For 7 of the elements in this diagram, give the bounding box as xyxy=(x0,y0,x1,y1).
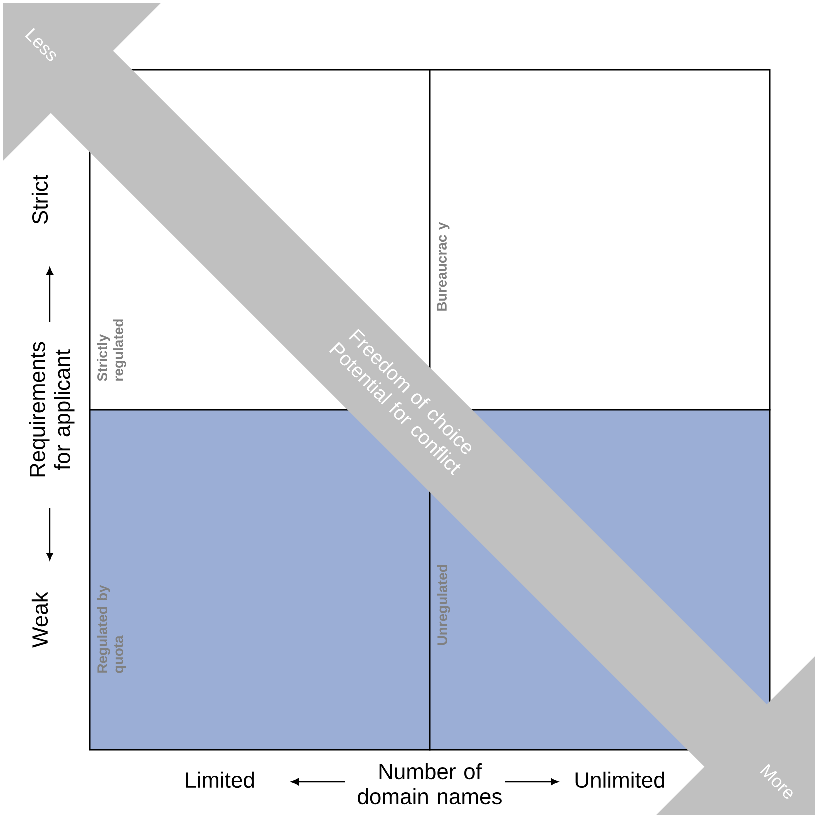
axis-title: Requirements for applicant xyxy=(29,342,75,477)
axis-label: Limited xyxy=(186,772,254,788)
axis-title: Number of domain names xyxy=(358,763,502,805)
axis-label: Strict xyxy=(32,175,48,224)
axis-label: Unlimited xyxy=(576,772,664,788)
axis-label: Weak xyxy=(32,592,48,648)
quadrant-box: Bureaucrac y xyxy=(429,69,771,411)
